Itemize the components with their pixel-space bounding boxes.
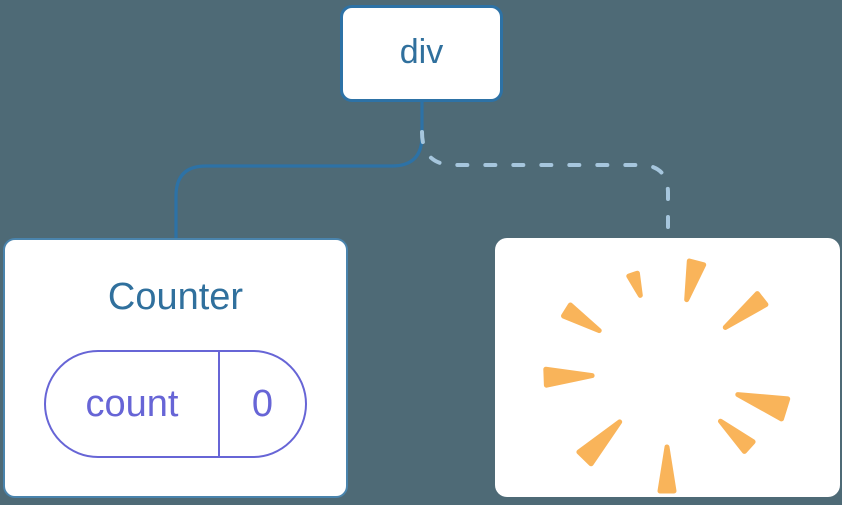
counter-card-title: Counter xyxy=(107,276,244,318)
counter-card: Counter count 0 xyxy=(3,238,348,498)
state-pill-value: 0 xyxy=(218,352,305,456)
state-pill-name: count xyxy=(85,382,179,425)
poof-burst-icon xyxy=(543,258,791,494)
state-pill: count 0 xyxy=(44,350,307,458)
tree-node-div: div xyxy=(340,5,503,102)
solid-connector-line xyxy=(174,102,424,240)
tree-node-div-label: div xyxy=(399,32,444,71)
dashed-connector-line xyxy=(420,130,670,242)
removed-node-card xyxy=(495,238,840,497)
